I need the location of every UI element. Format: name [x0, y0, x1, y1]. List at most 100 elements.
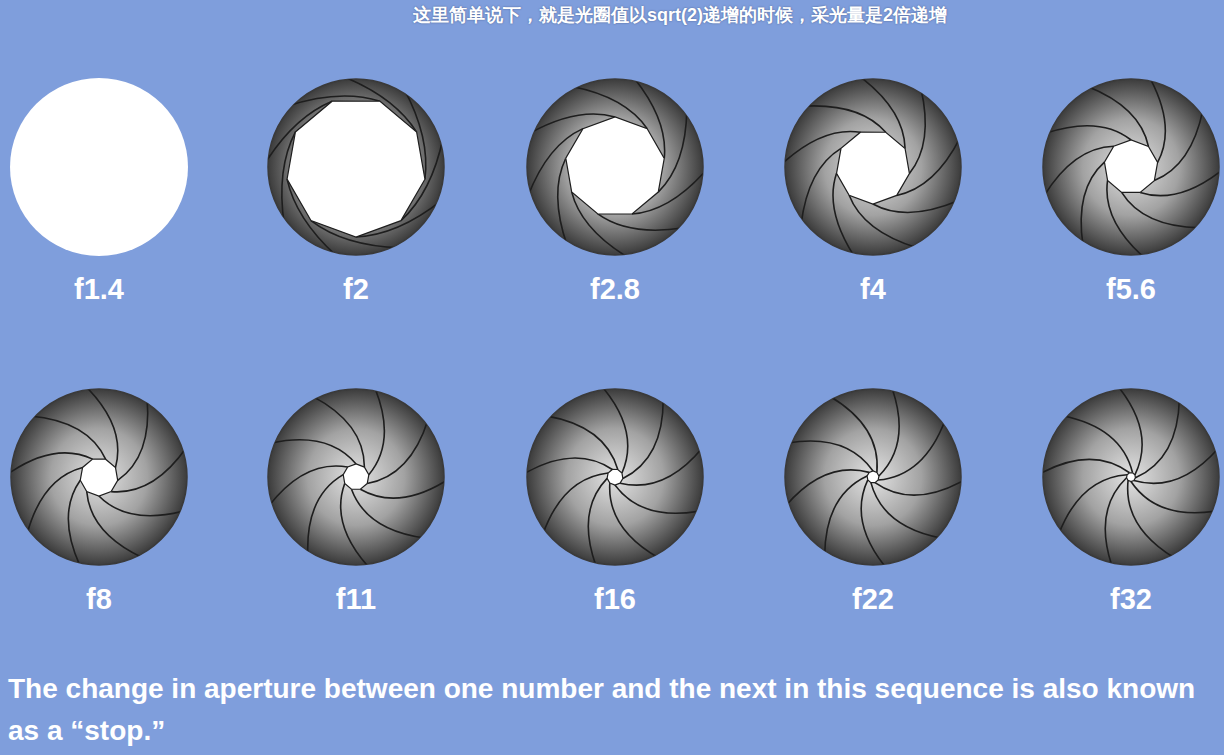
- blade-edge: [351, 489, 424, 538]
- blade-edge: [85, 387, 117, 468]
- blade-edge: [367, 420, 428, 484]
- blade-edge: [623, 399, 663, 479]
- aperture-stop: f22: [779, 387, 967, 617]
- blade-edge: [610, 483, 659, 558]
- f-number: f16: [521, 581, 709, 617]
- aperture-housing: [11, 389, 187, 565]
- blade-edge: [360, 480, 446, 499]
- aperture-housing: [1043, 79, 1219, 255]
- aperture-opening: [607, 469, 623, 485]
- aperture-stop: f8: [5, 387, 193, 617]
- blade-edge: [269, 466, 348, 506]
- aperture-opening: [867, 471, 879, 483]
- blade-edge: [9, 453, 93, 475]
- aperture-opening: [80, 459, 117, 496]
- aperture-illustration: [525, 387, 705, 567]
- blade-edge: [546, 416, 618, 470]
- aperture-stop: f1.4: [5, 77, 193, 307]
- blade-edge: [1045, 126, 1131, 140]
- open-aperture: [10, 78, 188, 256]
- aperture-stop: f2: [262, 77, 450, 307]
- blade-edge: [786, 470, 870, 506]
- blade-edge: [68, 480, 80, 567]
- page-title: 这里简单说下，就是光圈值以sqrt(2)递增的时候，采光量是2倍递增: [136, 2, 1224, 28]
- blade-edge: [369, 387, 385, 475]
- blade-edge: [598, 214, 684, 230]
- blade-edge: [1128, 480, 1175, 558]
- aperture-illustration: [525, 77, 705, 257]
- f-number: f22: [779, 581, 967, 617]
- aperture-illustration: [266, 77, 446, 257]
- blade-edge: [875, 480, 963, 495]
- aperture-housing: [527, 79, 703, 255]
- blade-edge: [1135, 399, 1179, 478]
- blade-edge: [27, 467, 83, 534]
- aperture-illustration: [9, 77, 189, 257]
- blade-edge: [1118, 387, 1142, 475]
- blade-edge: [270, 440, 356, 464]
- blade-edge: [825, 476, 867, 555]
- aperture-opening: [287, 101, 425, 237]
- aperture-illustration: [783, 387, 963, 567]
- blade-edge: [111, 448, 186, 492]
- blade-edge: [829, 396, 877, 472]
- aperture-opening: [343, 464, 369, 489]
- blade-edge: [1154, 110, 1203, 181]
- blade-edge: [1087, 86, 1148, 146]
- blade-edge: [87, 491, 143, 557]
- blade-edge: [615, 485, 701, 513]
- f-number: f4: [779, 271, 967, 307]
- aperture-illustration: [783, 77, 963, 257]
- aperture-opening: [1127, 473, 1136, 482]
- blade-edge: [312, 396, 364, 467]
- f-number: f5.6: [1037, 271, 1224, 307]
- f-number: f11: [262, 581, 450, 617]
- blade-edge: [543, 473, 608, 534]
- blade-edge: [788, 441, 874, 471]
- blade-edge: [1105, 478, 1126, 567]
- aperture-illustration: [1041, 387, 1221, 567]
- aperture-opening: [1104, 140, 1157, 192]
- aperture-housing: [785, 389, 961, 565]
- f-number: f8: [5, 581, 193, 617]
- f-number: f32: [1037, 581, 1224, 617]
- aperture-stop: f32: [1037, 387, 1224, 617]
- blade-edge: [801, 148, 841, 224]
- caption: The change in aperture between one numbe…: [8, 668, 1198, 752]
- blade-edge: [1122, 192, 1200, 228]
- blade-edge: [1081, 162, 1104, 245]
- blade-edge: [871, 483, 942, 539]
- aperture-illustration: [9, 387, 189, 567]
- blade-edge: [602, 387, 628, 473]
- blade-edge: [30, 416, 105, 459]
- blade-edge: [909, 88, 925, 173]
- blade-edge: [861, 480, 886, 567]
- blade-edge: [1041, 459, 1129, 474]
- blade-edge: [308, 475, 344, 556]
- f-number: f2.8: [521, 271, 709, 307]
- f-number: f2: [262, 271, 450, 307]
- blade-edge: [1134, 448, 1218, 483]
- blade-edge: [558, 158, 567, 245]
- blade-edge: [878, 420, 945, 480]
- blade-edge: [588, 478, 607, 567]
- blade-edge: [620, 448, 702, 485]
- aperture-illustration: [266, 387, 446, 567]
- blade-edge: [1059, 475, 1127, 534]
- aperture-stop: f4: [779, 77, 967, 307]
- blade-edge: [804, 106, 886, 132]
- aperture-housing: [527, 389, 703, 565]
- blade-edge: [658, 110, 687, 193]
- aperture-opening: [837, 132, 910, 204]
- aperture-stop: f5.6: [1037, 77, 1224, 307]
- aperture-stop: f2.8: [521, 77, 709, 307]
- blade-edge: [341, 483, 370, 567]
- blade-edge: [118, 399, 148, 481]
- blade-edge: [1131, 481, 1217, 512]
- aperture-stop: f16: [521, 387, 709, 617]
- aperture-housing: [268, 389, 444, 565]
- aperture-housing: [785, 79, 961, 255]
- blade-edge: [1044, 146, 1114, 196]
- aperture-opening: [566, 117, 664, 214]
